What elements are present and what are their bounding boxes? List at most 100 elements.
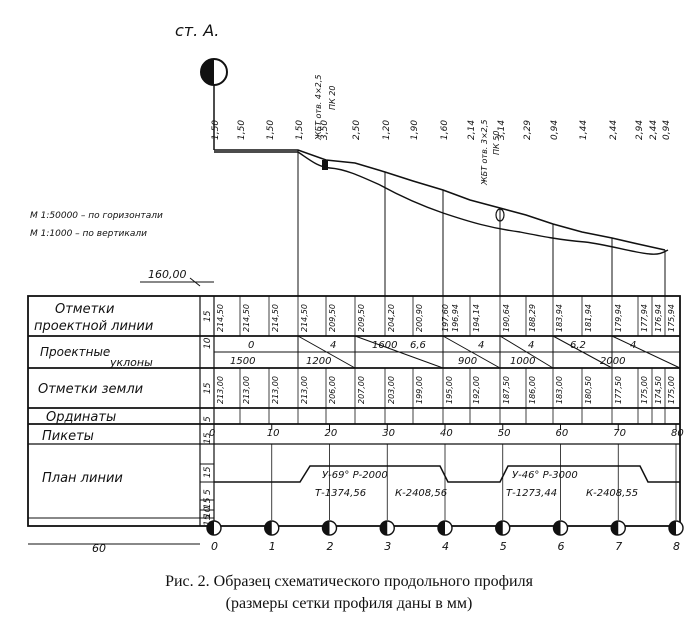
slope-diagonal bbox=[552, 335, 613, 369]
design-mark: 214,50 bbox=[300, 304, 309, 332]
distance-tick: 10 bbox=[267, 428, 280, 439]
depth-label: 1,44 bbox=[579, 120, 589, 140]
design-mark: 190,64 bbox=[502, 304, 511, 332]
ground-mark: 213,00 bbox=[242, 376, 251, 404]
curve2-tangent: Т-1273,44 bbox=[506, 488, 557, 499]
picket-number: 8 bbox=[673, 540, 680, 553]
ground-line bbox=[214, 151, 669, 255]
ground-mark: 186,00 bbox=[528, 376, 537, 404]
curve1-tangent: Т-1374,56 bbox=[315, 488, 366, 499]
ground-mark: 175,00 bbox=[640, 376, 649, 404]
design-mark: 214,50 bbox=[216, 304, 225, 332]
row-label-design-2: проектной линии bbox=[34, 319, 153, 334]
row-height-mark: 15 bbox=[203, 514, 213, 526]
depth-label: 1,60 bbox=[440, 120, 450, 140]
depth-label: 3,50 bbox=[320, 120, 330, 140]
picket-number: 6 bbox=[558, 540, 565, 553]
caption-line-1: Рис. 2. Образец схематического продольно… bbox=[165, 573, 533, 590]
slope-value: 1600 bbox=[372, 340, 397, 351]
curve1-angle: У-69° Р-2000 bbox=[322, 470, 388, 481]
row-height-mark: 15 bbox=[203, 466, 213, 478]
bridge1-text: ЖБТ отв. 4×2,5 bbox=[314, 75, 323, 141]
ground-mark: 207,00 bbox=[357, 376, 366, 404]
slope-value: 4 bbox=[528, 340, 534, 351]
design-mark: 183,94 bbox=[555, 304, 564, 332]
depth-label: 0,94 bbox=[662, 120, 672, 140]
curve2-length: К-2408,55 bbox=[586, 488, 638, 499]
design-line bbox=[214, 149, 666, 251]
slope-value: 4 bbox=[630, 340, 636, 351]
picket-symbol-icon bbox=[437, 520, 453, 536]
row-height-mark: 5 bbox=[203, 489, 213, 495]
design-mark: 176,94 bbox=[654, 304, 663, 332]
bridge2-pk: ПК 50 bbox=[492, 131, 501, 155]
picket-number: 3 bbox=[384, 540, 391, 553]
slope-length: 1000 bbox=[510, 356, 535, 367]
slope-diagonal bbox=[442, 335, 501, 369]
ground-mark: 195,00 bbox=[445, 376, 454, 404]
design-mark: 204,20 bbox=[387, 304, 396, 332]
design-mark: 177,94 bbox=[640, 304, 649, 332]
ground-mark: 187,50 bbox=[502, 376, 511, 404]
design-mark: 209,50 bbox=[328, 304, 337, 332]
depth-label: 1,50 bbox=[211, 120, 221, 140]
picket-number: 0 bbox=[211, 540, 218, 553]
row-label-ordinates: Ординаты bbox=[46, 410, 116, 425]
picket-number: 1 bbox=[269, 540, 276, 553]
depth-label: 1,20 bbox=[382, 120, 392, 140]
picket-symbol-icon bbox=[552, 520, 569, 536]
depth-label: 2,94 bbox=[635, 120, 645, 140]
depth-label: 2,29 bbox=[523, 120, 533, 140]
bridge1-pk: ПК 20 bbox=[328, 86, 337, 110]
picket-number: 2 bbox=[327, 540, 334, 553]
profile-grid bbox=[27, 295, 681, 527]
ground-mark: 206,00 bbox=[328, 376, 337, 404]
ground-mark: 192,00 bbox=[472, 376, 481, 404]
row-height-mark: 15 bbox=[203, 497, 213, 509]
distance-tick: 70 bbox=[613, 428, 626, 439]
row-label-slopes-2: уклоны bbox=[109, 356, 153, 369]
row-label-ground: Отметки земли bbox=[38, 382, 143, 397]
row-height-mark: 15 bbox=[203, 432, 213, 444]
row-height-mark: 15 bbox=[203, 382, 213, 394]
design-mark: 175,94 bbox=[667, 304, 676, 332]
slope-length: 1500 bbox=[230, 356, 255, 367]
ground-mark: 175,00 bbox=[667, 376, 676, 404]
bridge2-text: ЖБТ отв. 3×2,5 bbox=[480, 120, 489, 186]
ground-mark: 213,00 bbox=[216, 376, 225, 404]
depth-label: 1,50 bbox=[295, 120, 305, 140]
slope-value: 4 bbox=[478, 340, 484, 351]
slope-value: 6,2 bbox=[570, 340, 586, 351]
slope-length: 900 bbox=[458, 356, 477, 367]
depth-label: 1,50 bbox=[237, 120, 247, 140]
distance-tick: 30 bbox=[382, 428, 395, 439]
design-mark: 209,50 bbox=[357, 304, 366, 332]
distance-tick: 60 bbox=[556, 428, 569, 439]
ground-mark: 174,50 bbox=[654, 376, 663, 404]
design-mark: 179,94 bbox=[614, 304, 623, 332]
left-offset-label: 60 bbox=[92, 542, 106, 555]
slope-value: 4 bbox=[330, 340, 336, 351]
slope-value: 6,6 bbox=[410, 340, 426, 351]
depth-label: 2,44 bbox=[609, 120, 619, 140]
ground-mark: 199,00 bbox=[415, 376, 424, 404]
station-label: ст. А. bbox=[175, 21, 219, 40]
slope-value: 0 bbox=[248, 340, 254, 351]
ground-mark: 183,00 bbox=[555, 376, 564, 404]
ground-mark: 180,50 bbox=[584, 376, 593, 404]
ground-mark: 213,00 bbox=[300, 376, 309, 404]
row-label-design-1: Отметки bbox=[55, 302, 114, 317]
station-symbol-icon bbox=[200, 58, 228, 150]
depth-label: 1,50 bbox=[266, 120, 276, 140]
ground-mark: 203,00 bbox=[387, 376, 396, 404]
design-mark: 196,94 bbox=[451, 304, 460, 332]
row-height-mark: 5 bbox=[203, 416, 213, 422]
longitudinal-profile-drawing: ст. А. М 1:50000 – по горизонтали М 1:10… bbox=[27, 21, 684, 555]
design-mark: 188,29 bbox=[528, 304, 537, 332]
